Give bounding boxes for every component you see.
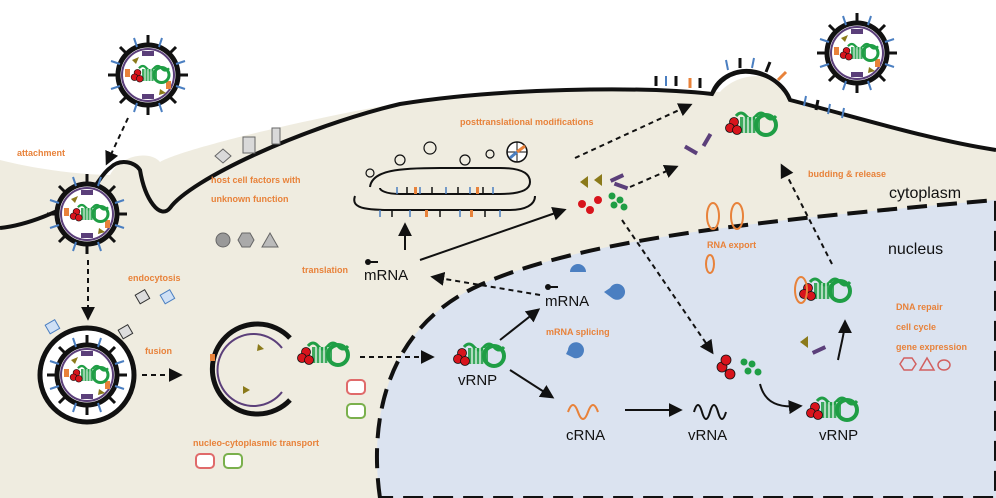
nuclear-pore-icons <box>195 379 366 469</box>
nucleus <box>374 197 996 498</box>
arrow-replication <box>509 369 555 399</box>
cell-cycle-label: cell cycle <box>896 322 936 332</box>
nuclear-protein-cluster <box>716 336 827 380</box>
viral-protein-cluster <box>578 132 713 214</box>
arrow-assembly <box>759 383 803 415</box>
fusion-label: fusion <box>145 346 172 356</box>
vrnp-2-label: vRNP <box>819 427 858 444</box>
rna-export-label: RNA export <box>707 240 756 250</box>
cytoplasm-label: cytoplasm <box>889 185 961 202</box>
arrow-to-proteins <box>419 207 567 261</box>
virion-approaching <box>108 35 188 115</box>
vrna-label: vRNA <box>688 427 727 444</box>
host-factors-label-2: unknown function <box>211 194 288 204</box>
posttranslational-label: posttranslational modifications <box>460 117 594 127</box>
process-arrows <box>81 103 852 417</box>
glycosylated-vesicle <box>506 141 528 163</box>
mrna-nuc-label: mRNA <box>545 293 589 310</box>
mrna-cyto-strand <box>365 259 378 265</box>
budding-membrane <box>710 69 792 101</box>
endosome-fusing <box>209 321 292 417</box>
budding-label: budding & release <box>808 169 886 179</box>
vrnp-1-label: vRNP <box>458 372 497 389</box>
endosome-with-virion <box>37 325 137 425</box>
mrna-cyto-label: mRNA <box>364 267 408 284</box>
arrow-budding <box>780 163 833 265</box>
virion-attached <box>47 174 127 254</box>
mrna-nuc-strand <box>545 284 558 290</box>
endocytosis-factor-icons <box>44 288 176 340</box>
crna-label: cRNA <box>566 427 605 444</box>
nucleo-transport-label: nucleo-cytoplasmic transport <box>193 438 319 448</box>
arrow-transcription <box>499 308 541 341</box>
crna-wave <box>567 404 599 420</box>
arrow-export-up <box>837 319 852 361</box>
host-factors-label-1: host cell factors with <box>211 175 301 185</box>
arrow-ptm <box>574 103 693 159</box>
endoplasmic-reticulum <box>353 141 536 217</box>
vrna-wave <box>693 404 727 420</box>
endocytosis-label: endocytosis <box>128 273 181 283</box>
rna-export-channel <box>705 202 808 304</box>
gene-expression-label: gene expression <box>896 342 967 352</box>
mrna-splicing-label: mRNA splicing <box>546 327 610 337</box>
arrow-mrna-export <box>430 271 541 296</box>
nucleus-label: nucleus <box>888 241 943 258</box>
host-factor-icons <box>214 127 281 248</box>
virion-released <box>817 13 897 93</box>
splicing-factor-icons <box>566 264 626 359</box>
arrow-attachment <box>105 117 129 166</box>
host-response-icons <box>899 356 951 371</box>
translation-label: translation <box>302 265 348 275</box>
dna-repair-label: DNA repair <box>896 302 943 312</box>
membrane-spikes <box>654 57 845 119</box>
attachment-label: attachment <box>17 148 65 158</box>
